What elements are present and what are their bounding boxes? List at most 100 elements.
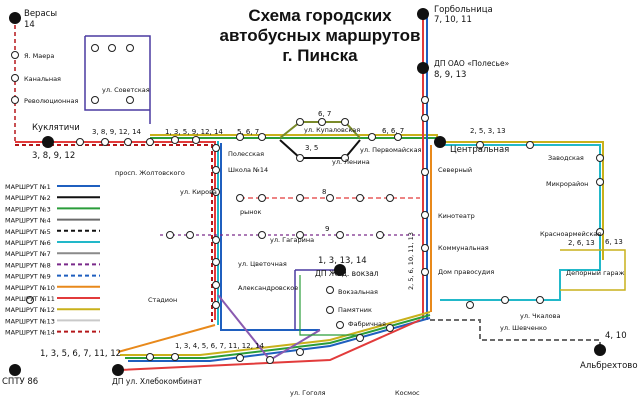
terminal-dot xyxy=(42,136,54,148)
route-label-loop-lower: 3, 5 xyxy=(305,144,318,152)
stop-label: Я. Маера xyxy=(24,52,54,60)
stop-marker xyxy=(386,324,394,332)
legend-item-label: МАРШРУТ №1 xyxy=(5,183,51,191)
stop-marker xyxy=(258,194,266,202)
stop-label: ул. Гагарина xyxy=(270,236,314,244)
legend-item-label: МАРШРУТ №6 xyxy=(5,239,51,247)
stop-marker xyxy=(326,194,334,202)
legend-item-label: МАРШРУТ №12 xyxy=(5,306,55,314)
legend-item-label: МАРШРУТ №9 xyxy=(5,273,51,281)
terminal-routes-dp-khlebokombinat: 1, 3, 5, 6, 7, 11, 12 xyxy=(40,349,121,359)
stops xyxy=(11,44,604,364)
stop-marker xyxy=(11,96,19,104)
route-bottom-2 xyxy=(125,314,431,359)
stop-marker xyxy=(91,96,99,104)
stop-marker xyxy=(421,268,429,276)
stop-label: Школа №14 xyxy=(228,166,268,174)
stop-marker xyxy=(336,321,344,329)
terminal-name-polesye: ДП ОАО «Полесье» xyxy=(434,59,510,68)
stop-label: Микрорайон xyxy=(546,180,588,188)
stop-marker xyxy=(236,133,244,141)
title-line-3: г. Пинска xyxy=(282,46,358,65)
stop-marker xyxy=(212,258,220,266)
stop-label: Стадион xyxy=(148,296,177,304)
stop-label: ул. Чкалова xyxy=(520,312,560,320)
terminal-routes-dp-zhd: 1, 3, 13, 14 xyxy=(318,256,367,266)
stop-label: просп. Жолтовского xyxy=(115,169,185,177)
stop-marker xyxy=(296,231,304,239)
stop-marker xyxy=(476,141,484,149)
route-loop-lower xyxy=(279,139,361,159)
terminal-dot xyxy=(9,12,21,24)
terminal-routes-verasy: 14 xyxy=(24,20,35,30)
stop-marker xyxy=(296,348,304,356)
stop-marker xyxy=(296,194,304,202)
terminal-dot xyxy=(417,8,429,20)
stop-marker xyxy=(146,138,154,146)
stop-marker xyxy=(108,44,116,52)
legend-item-label: МАРШРУТ №4 xyxy=(5,217,51,225)
stop-marker xyxy=(212,281,220,289)
stop-label: Полесская xyxy=(228,150,264,158)
terminal-routes-kuklyatichi: 3, 8, 9, 12 xyxy=(32,151,75,161)
route-label-loop-upper: 6, 7 xyxy=(318,110,331,118)
stop-marker xyxy=(266,356,274,364)
legend-item-label: МАРШРУТ №5 xyxy=(5,228,51,236)
stop-marker xyxy=(421,244,429,252)
legend-item-label: МАРШРУТ №11 xyxy=(5,295,55,303)
title-line-2: автобусных маршрутов xyxy=(219,26,421,45)
stop-marker xyxy=(126,96,134,104)
stop-label: Космос xyxy=(395,389,420,397)
stop-label: ул. Советская xyxy=(102,86,150,94)
route-gray-dashed xyxy=(430,319,601,350)
legend-item-label: МАРШРУТ №7 xyxy=(5,250,51,258)
stop-marker xyxy=(236,194,244,202)
terminal-routes-gorbolnitsa: 7, 10, 11 xyxy=(434,15,472,25)
terminal-name-dp-khlebokombinat: ДП ул. Хлебокомбинат xyxy=(112,377,202,386)
stop-marker xyxy=(236,354,244,362)
terminal-name-gorbolnitsa: Горбольница xyxy=(434,5,493,15)
stop-label: ул. Первомайская xyxy=(360,146,422,154)
route-labels: 3, 8, 9, 12, 14 1, 3, 5, 9, 12, 14 5, 6,… xyxy=(92,110,625,350)
stop-label: Кинотеатр xyxy=(438,212,475,220)
stop-label: Северный xyxy=(438,166,472,174)
route-line-purple-box xyxy=(84,35,151,124)
stop-marker xyxy=(212,301,220,309)
terminal-routes-polesye: 8, 9, 13 xyxy=(434,70,466,80)
route-label-depo: Депорный гараж xyxy=(566,269,625,277)
route-label-top-mid: 1, 3, 5, 9, 12, 14 xyxy=(165,128,223,136)
terminal-dot xyxy=(417,62,429,74)
stop-marker xyxy=(91,44,99,52)
stop-label: Вокзальная xyxy=(338,288,378,296)
stop-marker xyxy=(11,51,19,59)
legend-item-label: МАРШРУТ №13 xyxy=(5,317,55,325)
stop-label: ул. Шевченко xyxy=(500,324,547,332)
route-label-9: 9 xyxy=(325,225,329,233)
route-bundle-top-blue xyxy=(220,143,320,331)
stop-marker xyxy=(171,136,179,144)
legend-item-label: МАРШРУТ №3 xyxy=(5,205,51,213)
stop-marker xyxy=(212,166,220,174)
stop-label: ул. Купаловская xyxy=(304,126,360,134)
stop-label: Дом правосудия xyxy=(438,268,494,276)
stop-marker xyxy=(26,296,34,304)
route-dp-zhd-green xyxy=(299,275,360,336)
stop-label: Александровское xyxy=(238,284,298,292)
stop-marker xyxy=(596,228,604,236)
stop-label: ул. Ленина xyxy=(332,158,370,166)
route-bottom-1 xyxy=(120,311,431,356)
stop-marker xyxy=(421,96,429,104)
stop-marker xyxy=(526,141,534,149)
stop-marker xyxy=(501,296,509,304)
stop-marker xyxy=(171,353,179,361)
stop-marker xyxy=(394,133,402,141)
legend-item-label: МАРШРУТ №10 xyxy=(5,284,55,292)
stop-marker xyxy=(192,136,200,144)
terminal-name-kuklyatichi: Куклятичи xyxy=(32,123,80,133)
route-right-small xyxy=(560,249,626,291)
route-label-top-right: 6, 6, 7 xyxy=(382,127,404,135)
stop-label: Коммунальная xyxy=(438,244,489,252)
route-bottom-4 xyxy=(117,324,216,353)
terminal-dot xyxy=(594,344,606,356)
